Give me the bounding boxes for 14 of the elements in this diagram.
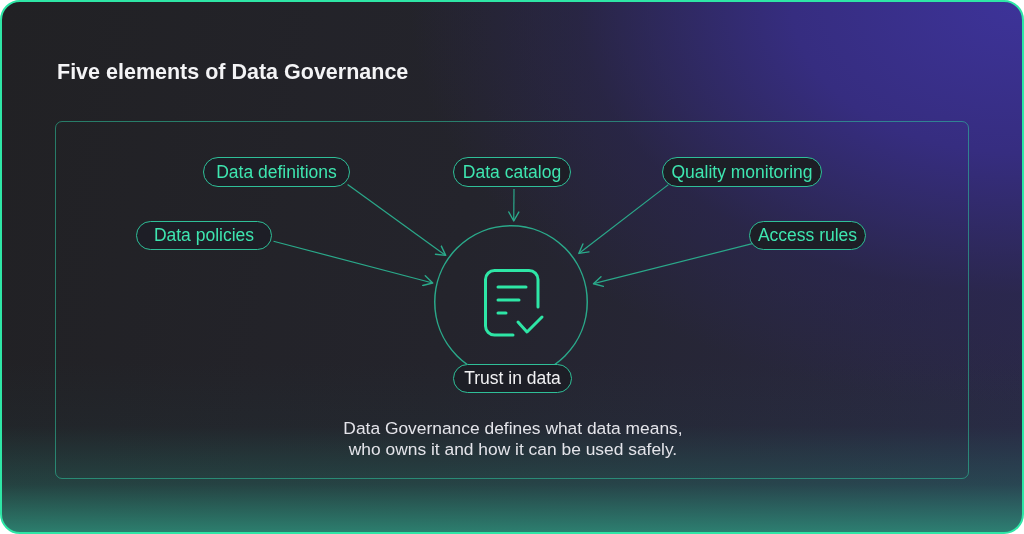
concept-pill: Data catalog (453, 157, 571, 187)
concept-pill: Data definitions (203, 157, 350, 187)
arrow (508, 188, 520, 222)
arrow (272, 240, 434, 287)
arrow (347, 184, 447, 257)
concept-pill: Trust in data (453, 364, 572, 393)
concept-pill: Access rules (749, 221, 866, 250)
arrow (592, 243, 753, 288)
diagram-title: Five elements of Data Governance (57, 59, 409, 85)
panel-frame (55, 121, 969, 479)
arrow (578, 184, 669, 255)
concept-pill: Quality monitoring (662, 157, 822, 187)
concept-pill: Data policies (136, 221, 272, 250)
description-text: Data Governance defines what data means, who owns it and how it can be used safely. (342, 418, 684, 460)
